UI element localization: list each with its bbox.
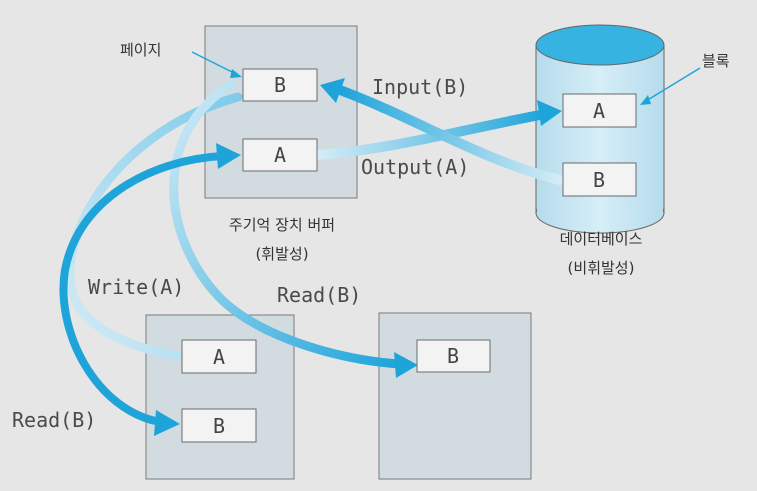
read-arrow-top xyxy=(169,79,405,369)
page-pointer xyxy=(191,51,237,75)
read-arrow-left xyxy=(59,152,226,426)
read-arrow-left-head-bottom xyxy=(154,410,180,436)
page-label: 페이지 xyxy=(120,41,161,59)
database-subtitle: (비휘발성) xyxy=(568,259,635,277)
input-label: Input(B) xyxy=(372,75,468,99)
buffer-subtitle: (휘발성) xyxy=(255,245,308,263)
output-arrow xyxy=(313,109,550,160)
read-arrow-left-head-top xyxy=(216,143,241,169)
input-arrow-head xyxy=(320,78,345,103)
buffer-panel xyxy=(204,25,358,199)
buffer-title: 주기억 장치 버퍼 xyxy=(229,216,335,234)
database-cylinder xyxy=(535,24,665,234)
output-label: Output(A) xyxy=(361,155,469,179)
block-label: 블록 xyxy=(702,52,730,70)
read-top-label: Read(B) xyxy=(277,283,361,307)
write-label: Write(A) xyxy=(88,275,184,299)
block-pointer xyxy=(645,67,701,102)
tx1-block-b: B xyxy=(181,408,257,443)
tx2-block-b-label: B xyxy=(447,344,459,368)
input-arrow xyxy=(335,85,565,185)
db-block-b: B xyxy=(562,162,637,197)
buffer-block-b: B xyxy=(242,68,318,102)
db-block-b-label: B xyxy=(593,168,605,192)
db-block-a: A xyxy=(562,93,637,128)
read-arrow-top-head xyxy=(394,352,418,378)
read-left-label: Read(B) xyxy=(12,408,96,432)
database-title: 데이터베이스 xyxy=(560,230,643,248)
db-block-a-label: A xyxy=(593,99,605,123)
cylinder-top xyxy=(535,24,665,66)
tx1-block-a: A xyxy=(181,339,257,374)
tx1-block-a-label: A xyxy=(213,345,225,369)
buffer-block-b-label: B xyxy=(274,73,286,97)
block-pointer-head xyxy=(640,95,651,105)
write-arrow xyxy=(65,92,243,361)
buffer-block-a-label: A xyxy=(274,143,286,167)
page-pointer-head xyxy=(230,69,242,78)
tx2-block-b: B xyxy=(416,339,491,373)
transaction2-panel xyxy=(378,312,532,480)
output-arrow-head xyxy=(537,100,562,126)
buffer-block-a: A xyxy=(242,138,318,172)
tx1-block-b-label: B xyxy=(213,414,225,438)
